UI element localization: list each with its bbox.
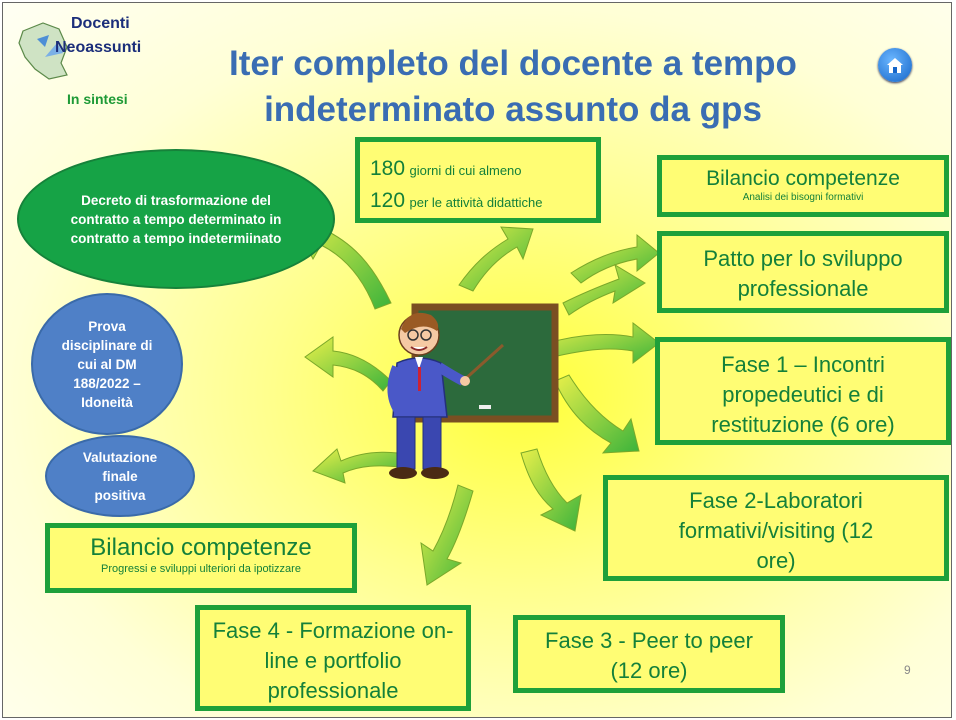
fase2-box: Fase 2-Laboratori formativi/visiting (12…	[603, 475, 949, 581]
fase4-box: Fase 4 - Formazione on-line e portfolio …	[195, 605, 471, 711]
arrow-to-fase1-low	[554, 374, 640, 454]
arrow-to-valutazione	[312, 448, 400, 484]
arrow-to-prova	[304, 336, 392, 392]
fase3-box: Fase 3 - Peer to peer (12 ore)	[513, 615, 785, 693]
days-number-1: 180	[370, 157, 406, 180]
bilancio-final-box: Bilancio competenze Progressi e sviluppi…	[45, 523, 357, 593]
bilancio-box: Bilancio competenze Analisi dei bisogni …	[657, 155, 949, 217]
arrow-to-giorni	[458, 226, 534, 292]
bilancio-subtitle: Analisi dei bisogni formativi	[742, 192, 864, 203]
fase1-box: Fase 1 – Incontri propedeutici e di rest…	[655, 337, 951, 445]
prova-oval: Prova disciplinare di cui al DM 188/2022…	[31, 293, 183, 435]
days-text-1: giorni di cui almeno	[409, 163, 522, 178]
arrow-to-bilancio	[570, 233, 660, 284]
logo-text-docenti: Docenti	[71, 15, 130, 32]
bilancio-final-subtitle: Progressi e sviluppi ulteriori da ipotiz…	[101, 563, 301, 575]
arrow-to-fase2	[520, 448, 582, 532]
patto-box: Patto per lo sviluppo professionale	[657, 231, 949, 313]
teacher-illustration	[387, 303, 559, 479]
bilancio-title: Bilancio competenze	[706, 167, 900, 190]
arrow-to-fase1	[547, 321, 660, 365]
title-line-1: Iter completo del docente a tempo	[229, 44, 797, 83]
home-button[interactable]	[878, 48, 912, 82]
arrow-to-patto	[562, 263, 646, 316]
valutazione-oval: Valutazione finale positiva	[45, 435, 195, 517]
home-icon	[887, 58, 903, 73]
days-number-2: 120	[370, 189, 406, 212]
days-text-2: per le attività didattiche	[409, 195, 543, 210]
bilancio-final-title: Bilancio competenze	[90, 534, 312, 561]
arrow-to-fase4	[420, 484, 474, 586]
in-sintesi-label: In sintesi	[67, 91, 128, 107]
page-number: 9	[904, 663, 911, 677]
logo-text-neoassunti: Neoassunti	[55, 39, 142, 56]
arrows-layer	[294, 214, 660, 586]
decree-oval: Decreto di trasformazione del contratto …	[17, 149, 335, 289]
title-line-2: indeterminato assunto da gps	[264, 90, 762, 129]
slide-title: Iter completo del docente a tempo indete…	[193, 41, 833, 133]
giorni-box: 180 giorni di cui almeno 120 per le atti…	[355, 137, 601, 223]
logo-map-icon	[18, 22, 68, 80]
